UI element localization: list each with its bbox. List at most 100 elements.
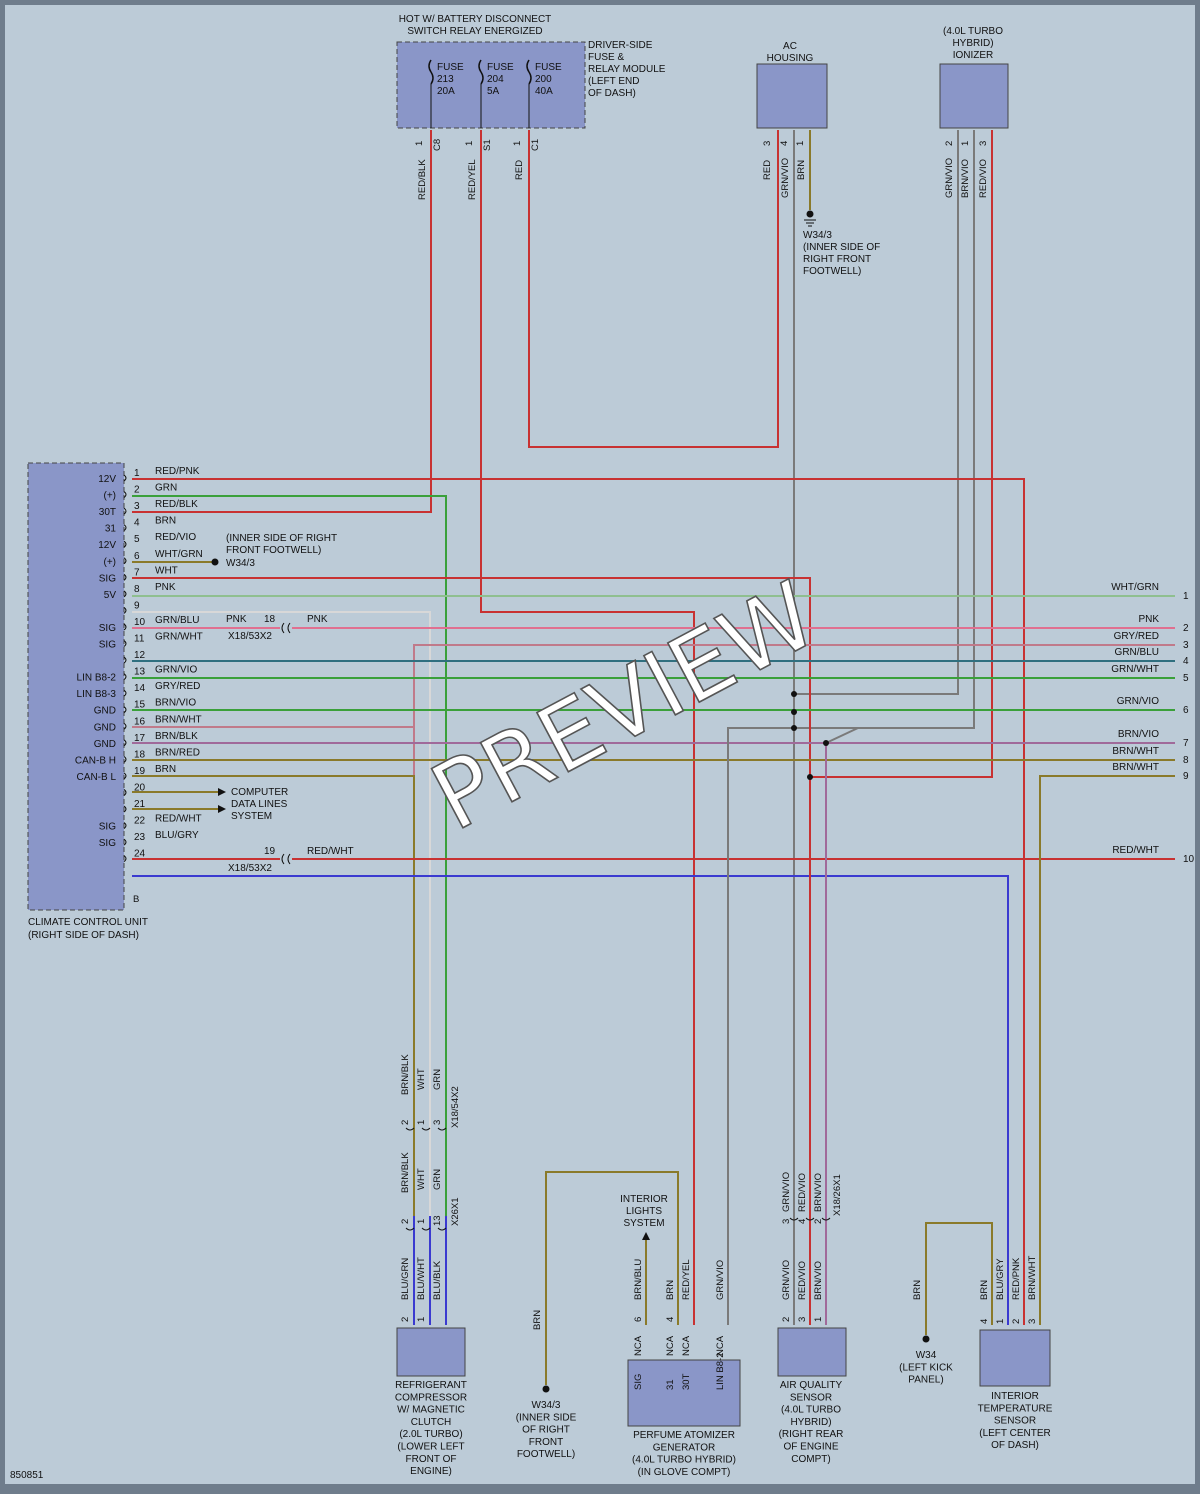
comp-mid-wire-3: GRN (432, 1169, 443, 1190)
ccu-wire-label: BRN/VIO (155, 698, 196, 709)
diagram-background (5, 5, 1195, 1484)
output-number: 10 (1183, 854, 1195, 865)
its-wire-label: BRN (979, 1280, 990, 1300)
ionizer-label-2: HYBRID) (952, 38, 993, 49)
compressor-label-line: (2.0L TURBO) (399, 1429, 462, 1440)
perfume-label-line: (IN GLOVE COMPT) (638, 1467, 731, 1478)
output-wire-label: PNK (1138, 614, 1159, 625)
ccu-pin-function: SIG (99, 640, 116, 651)
ionizer-pin-1: 1 (960, 141, 971, 146)
ccu-connector: B (133, 894, 139, 905)
interior-lights-label-3: SYSTEM (623, 1218, 664, 1229)
wire-perfume-grn-vio (727, 727, 794, 1325)
comp-bot-wire-1: BLU/GRN (400, 1258, 411, 1300)
connector-icon (281, 622, 291, 634)
ac-pin-1: 1 (795, 141, 806, 146)
comp-top-wire-3: GRN (432, 1069, 443, 1090)
arrow-icon (218, 805, 226, 813)
its-label-line: OF DASH) (991, 1440, 1039, 1451)
ionizer-box (939, 63, 1009, 129)
aq-bottom-pin: 1 (813, 1317, 824, 1322)
ionizer: (4.0L TURBO HYBRID) IONIZER 2 1 3 GRN/VI… (939, 26, 1009, 198)
ac-wire-brn: BRN (796, 160, 807, 180)
ccu-wire-label: RED/BLK (155, 499, 198, 510)
perfume-wire-label: BRN/BLU (633, 1259, 644, 1300)
perfume-pins: BRN/BLU6NCASIGBRN4NCA31RED/YELNCA30TGRN/… (633, 1259, 726, 1390)
ac-wire-grn-vio: GRN/VIO (780, 158, 791, 198)
inline-conn-19: X18/53X2 (228, 863, 272, 874)
connector-icon (281, 853, 291, 865)
aq-label-line: AIR QUALITY (780, 1380, 843, 1391)
aq-top-wire: RED/VIO (797, 1173, 808, 1212)
ac-pin-4: 4 (779, 141, 790, 146)
ccu-pin-function: GND (94, 722, 116, 733)
ccu-pin-number: 1 (134, 468, 140, 479)
wire-ccu-2 (132, 495, 447, 1216)
ccu-pin-number: 22 (134, 816, 146, 827)
ccu-pin-number: 23 (134, 832, 146, 843)
w34-wire: BRN (912, 1280, 923, 1300)
aq-label-line: SENSOR (790, 1392, 832, 1403)
comp-mid-wire-2: WHT (416, 1168, 427, 1190)
wire-label: RED/BLK (417, 159, 428, 200)
ionizer-label-1: (4.0L TURBO (943, 26, 1003, 37)
ionizer-pin-2: 2 (944, 141, 955, 146)
aq-bottom-pin: 2 (781, 1317, 792, 1322)
aq-label-line: HYBRID) (790, 1417, 831, 1428)
compressor-label-line: REFRIGERANT (395, 1380, 467, 1391)
ccu-pin-number: 16 (134, 716, 146, 727)
aq-bottom-wire: GRN/VIO (781, 1260, 792, 1300)
ccu-pin-number: 21 (134, 799, 146, 810)
ccu-pin-function: LIN B8-2 (77, 673, 117, 684)
perfume-wire-label: BRN (665, 1280, 676, 1300)
pin-terminal-icon (123, 590, 127, 598)
output-wire-label: GRY/RED (1114, 631, 1159, 642)
fuse-rating: 40A (535, 86, 553, 97)
ac-ground-label-1: W34/3 (803, 230, 832, 241)
comp-top-conn: X18/54X2 (450, 1086, 461, 1128)
inline-pin-18: 18 (264, 614, 276, 625)
ccu-pin-number: 14 (134, 683, 146, 694)
ac-pin-3: 3 (762, 141, 773, 146)
right-side-outputs: 1WHT/GRN2PNK3GRY/RED4GRN/BLU5GRN/WHT6GRN… (1111, 582, 1194, 865)
wire-red (528, 130, 779, 448)
output-wire-label: BRN/VIO (1118, 729, 1159, 740)
ccu-pin-number: 3 (134, 501, 140, 512)
ccu-pin-function: 30T (99, 507, 116, 518)
fuse-symbol-icon (428, 59, 434, 85)
its-label-line: INTERIOR (991, 1391, 1039, 1402)
ccu-pin-function: GND (94, 739, 116, 750)
ccu-pin-number: 12 (134, 650, 146, 661)
pin-terminal-icon (123, 772, 127, 780)
inline-wire-19: RED/WHT (307, 846, 354, 857)
pin-terminal-icon (123, 491, 127, 498)
its-label-line: SENSOR (994, 1416, 1036, 1427)
comp-mid-pin-2: 1 (416, 1219, 427, 1224)
comp-mid-conn: X26X1 (450, 1197, 461, 1226)
aq-bottom-pin: 3 (797, 1317, 808, 1322)
perfume-function: LIN B8-2 (715, 1353, 726, 1391)
fuse-module-box (396, 41, 586, 129)
fuse-label: FUSE (487, 62, 514, 73)
ac-housing-box (756, 63, 828, 129)
ground-icon (211, 558, 219, 566)
comp-bot-pin-2: 1 (416, 1317, 427, 1322)
perfume-function: SIG (633, 1374, 644, 1390)
compressor-label-line: COMPRESSOR (395, 1392, 467, 1403)
ccu-pin-number: 13 (134, 667, 146, 678)
splice-dot (807, 774, 813, 780)
comp-top-pin-3: 3 (432, 1120, 443, 1125)
ccu-box (27, 462, 125, 911)
connector-icon (789, 1217, 831, 1221)
aq-bottom-wire: BRN/VIO (813, 1261, 824, 1300)
ccu-wire-label: RED/PNK (155, 466, 200, 477)
ac-housing: AC HOUSING 3 4 1 RED GRN/VIO BRN W34/3 (… (756, 41, 880, 277)
pin-terminal-icon (123, 573, 127, 581)
fuse-header-line2: SWITCH RELAY ENERGIZED (407, 26, 542, 37)
aq-sensor-box (777, 1327, 847, 1377)
comp-top-pin-1: 2 (400, 1120, 411, 1125)
computer-label-1: COMPUTER (231, 787, 288, 798)
